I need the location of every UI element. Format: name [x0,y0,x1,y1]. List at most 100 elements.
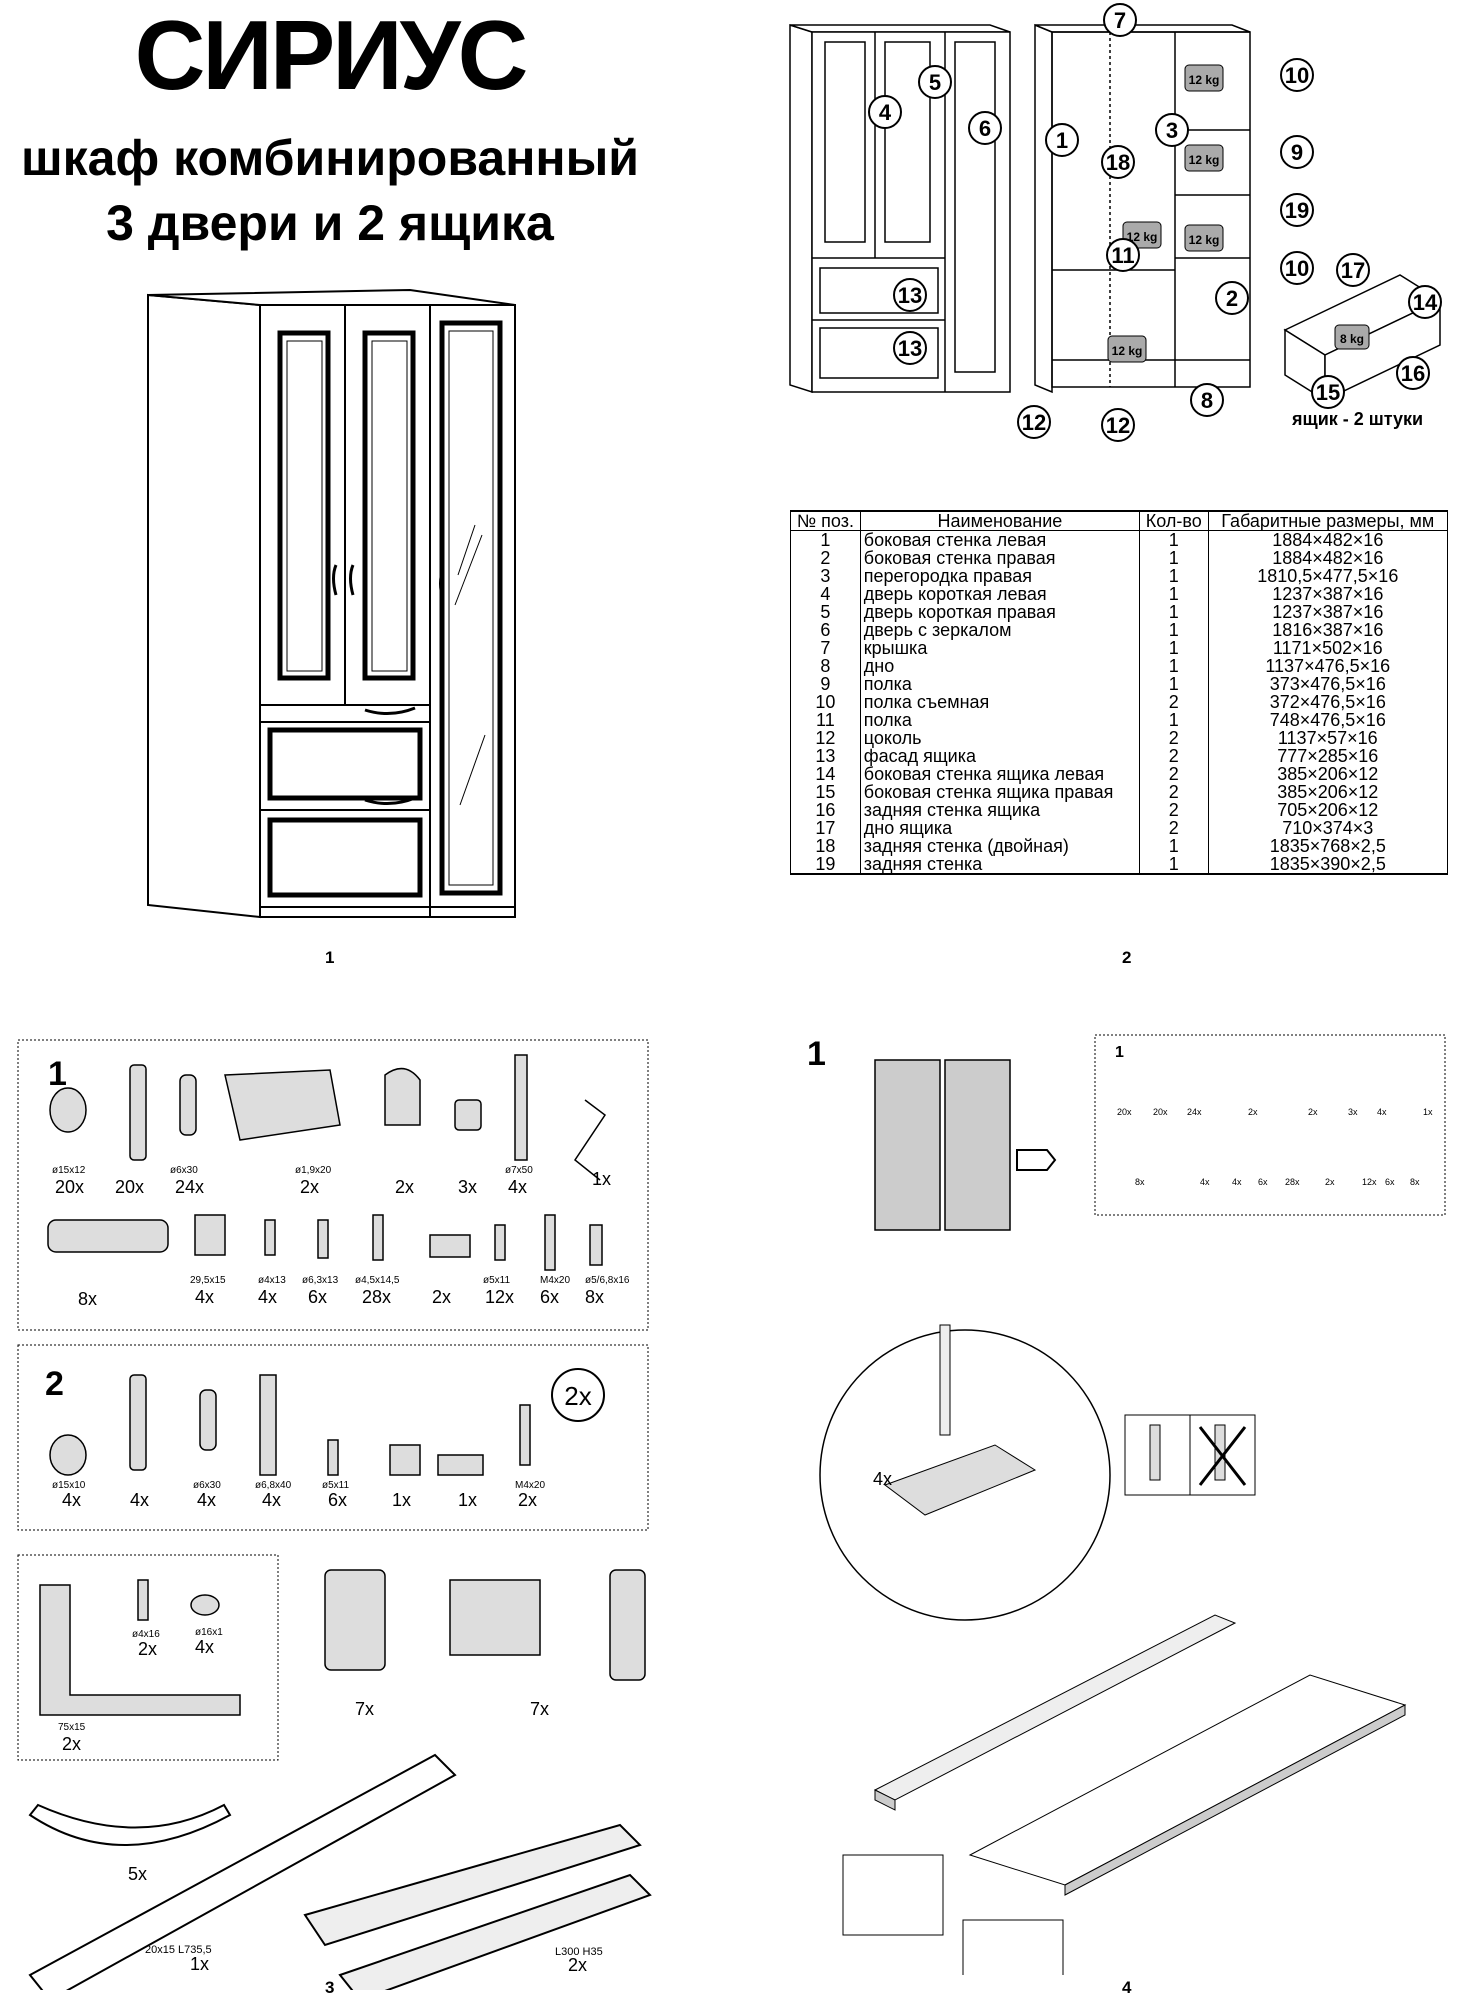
row-position: 13 [790,747,861,765]
count-label: 4x [197,1490,216,1510]
count-label: 2x [1325,1177,1335,1187]
screwdriver-icon [939,1324,951,1436]
weight-label: 12 kg [1112,344,1143,358]
callout-label: 10 [1285,256,1309,281]
row-name: задняя стенка [859,855,1141,875]
row-name: дверь с зеркалом [859,621,1141,639]
count-label: 6x [540,1287,559,1307]
callout-label: 7 [1114,8,1126,33]
count-label: 6x [1258,1177,1268,1187]
size-label: ø6,3x13 [302,1275,339,1286]
count-label: 7x [530,1699,549,1719]
callout-label: 15 [1316,380,1340,405]
row-dimensions: 1137×476,5×16 [1207,657,1449,675]
callout-label: 8 [1201,388,1213,413]
count-label: 4x [258,1287,277,1307]
count-label: 2x [138,1639,157,1659]
count-label: 4x [1232,1177,1242,1187]
callout-label: 18 [1106,150,1130,175]
row-quantity: 2 [1139,693,1209,711]
size-label: M4x20 [540,1275,570,1286]
row-name: перегородка правая [859,567,1141,585]
count-label: 1x [458,1490,477,1510]
count-label: 6x [328,1490,347,1510]
row-quantity: 1 [1139,603,1209,621]
row-dimensions: 777×285×16 [1207,747,1449,765]
row-quantity: 1 [1139,530,1209,549]
row-name: дно ящика [859,819,1141,837]
row-position: 2 [790,549,861,567]
row-name: дно [859,657,1141,675]
page-number: 2 [1122,948,1132,967]
size-label: ø7x50 [505,1165,533,1176]
count-label: 4x [130,1490,149,1510]
count-label: 8x [78,1289,97,1309]
row-name: полка съемная [859,693,1141,711]
count-label: 20x [115,1177,144,1197]
hardware-page: 1 2 ø15x12 ø6x30 ø1,9x20 ø7x50 29,5x15 ø… [17,1039,652,1990]
bag-2-frame [17,1344,649,1531]
col-header: Кол-во [1139,510,1209,531]
row-name: полка [859,711,1141,729]
size-label: ø6,8x40 [255,1480,292,1491]
size-label: ø15x12 [52,1165,86,1176]
row-dimensions: 1884×482×16 [1207,549,1449,567]
row-name: полка [859,675,1141,693]
row-quantity: 1 [1139,675,1209,693]
row-dimensions: 1884×482×16 [1207,530,1449,549]
col-header: № поз. [790,510,861,531]
callout-label: 4 [879,100,892,125]
count-label: 1x [592,1169,611,1189]
row-position: 18 [790,837,861,855]
count-label: 24x [175,1177,204,1197]
row-dimensions: 1835×768×2,5 [1207,837,1449,855]
size-label: ø6x30 [193,1480,221,1491]
row-quantity: 1 [1139,567,1209,585]
row-position: 14 [790,765,861,783]
count-label: 2x [518,1490,537,1510]
count-label: 3x [1348,1107,1358,1117]
row-position: 15 [790,783,861,801]
count-label: 28x [362,1287,391,1307]
row-dimensions: 385×206×12 [1207,783,1449,801]
col-header: Габаритные размеры, мм [1207,510,1449,531]
weight-label: 12 kg [1127,230,1158,244]
correct-screw-icon [1149,1424,1161,1481]
row-name: крышка [859,639,1141,657]
row-name: задняя стенка ящика [859,801,1141,819]
size-label: ø5x11 [483,1275,510,1286]
row-dimensions: 373×476,5×16 [1207,675,1449,693]
page-number: 4 [1122,1978,1132,1997]
row-name: фасад ящика [859,747,1141,765]
size-label: ø15x10 [52,1480,86,1491]
page-subtitle: шкаф комбинированный [20,130,640,186]
size-label: ø6x30 [170,1165,198,1176]
row-quantity: 1 [1139,855,1209,875]
weight-label: 12 kg [1189,233,1220,247]
row-quantity: 2 [1139,747,1209,765]
row-quantity: 1 [1139,549,1209,567]
count-label: 4x [195,1637,214,1657]
count-label: 2x [1248,1107,1258,1117]
row-quantity: 1 [1139,585,1209,603]
row-position: 10 [790,693,861,711]
size-label: ø5/6,8x16 [585,1275,630,1286]
callout-label: 3 [1166,118,1178,143]
row-dimensions: 1816×387×16 [1207,621,1449,639]
assembly-step-page: 1 1 20x 20x 24x 2x 2x 3x 4x 1x 8x 4x 4x … [807,1034,1446,1975]
row-dimensions: 1237×387×16 [1207,585,1449,603]
drawer-caption: ящик - 2 штуки [1291,409,1423,429]
count-label: 4x [873,1469,892,1489]
size-label: L300 H35 [555,1946,603,1958]
row-quantity: 1 [1139,711,1209,729]
row-position: 11 [790,711,861,729]
